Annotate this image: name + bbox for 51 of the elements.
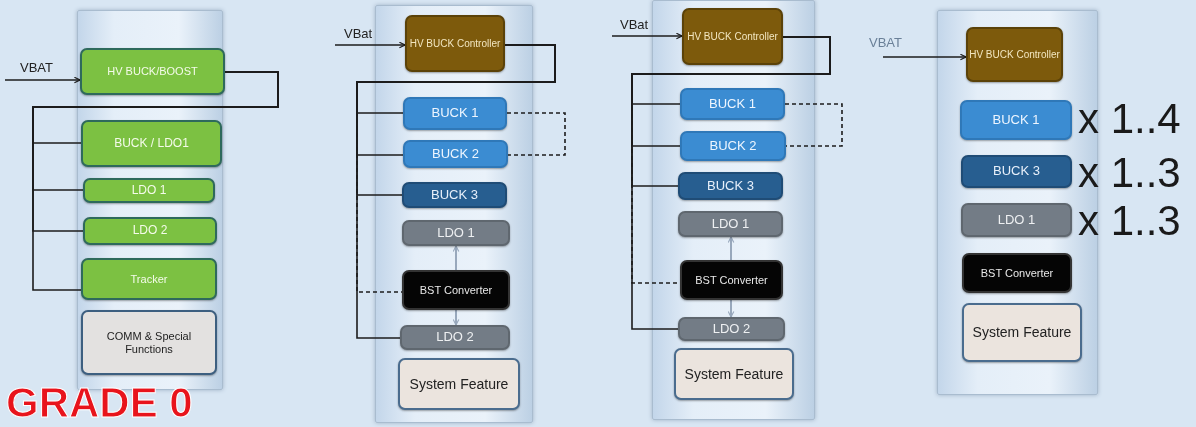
regulator-block: LDO 1 [402,220,510,246]
edge-label: VBat [344,27,373,40]
connector-line [631,36,831,330]
converter-block: HV BUCK/BOOST [80,48,225,95]
multiplier-label: x 1..3 [1078,152,1181,194]
feature-block: System Feature [398,358,520,410]
controller-block: HV BUCK Controller [966,27,1063,82]
connector-line [784,103,843,147]
tracker-block: Tracker [81,258,217,300]
edge-label: VBAT [869,36,902,49]
module-panel [375,5,533,423]
regulator-block: LDO 2 [678,317,785,341]
module-panel [652,0,815,420]
feature-block: System Feature [674,348,794,400]
converter-block: BUCK / LDO1 [81,120,222,167]
controller-block: HV BUCK Controller [682,8,783,65]
controller-block: HV BUCK Controller [405,15,505,72]
converter-block: BUCK 2 [680,131,786,161]
converter-block: BUCK 3 [678,172,783,200]
arrow [882,53,967,61]
converter-block: BUCK 1 [680,88,785,120]
regulator-block: LDO 1 [678,211,783,237]
function-block: COMM & Special Functions [81,310,217,375]
converter-block: BST Converter [962,253,1072,293]
converter-block: BUCK 1 [403,97,507,130]
edge-label: VBAT [20,61,53,74]
regulator-block: LDO 1 [83,178,215,203]
converter-block: BST Converter [402,270,510,310]
converter-block: BST Converter [680,260,783,300]
regulator-block: LDO 2 [400,325,510,350]
connector-line [32,71,279,291]
connector-line [506,112,566,156]
converter-block: BUCK 3 [961,155,1072,188]
arrow [727,299,735,318]
multiplier-label: x 1..4 [1078,98,1181,140]
converter-block: BUCK 2 [403,140,508,168]
arrow [334,41,406,49]
module-panel [937,10,1098,395]
converter-block: BUCK 1 [960,100,1072,140]
arrow [452,309,460,326]
arrow [611,32,683,40]
feature-block: System Feature [962,303,1082,362]
regulator-block: LDO 1 [961,203,1072,237]
grade-label: GRADE 0 [6,382,193,424]
regulator-block: LDO 2 [83,217,217,245]
multiplier-label: x 1..3 [1078,200,1181,242]
arrow [452,245,460,271]
converter-block: BUCK 3 [402,182,507,208]
edge-label: VBat [620,18,649,31]
module-panel [77,10,223,390]
arrow [727,236,735,261]
